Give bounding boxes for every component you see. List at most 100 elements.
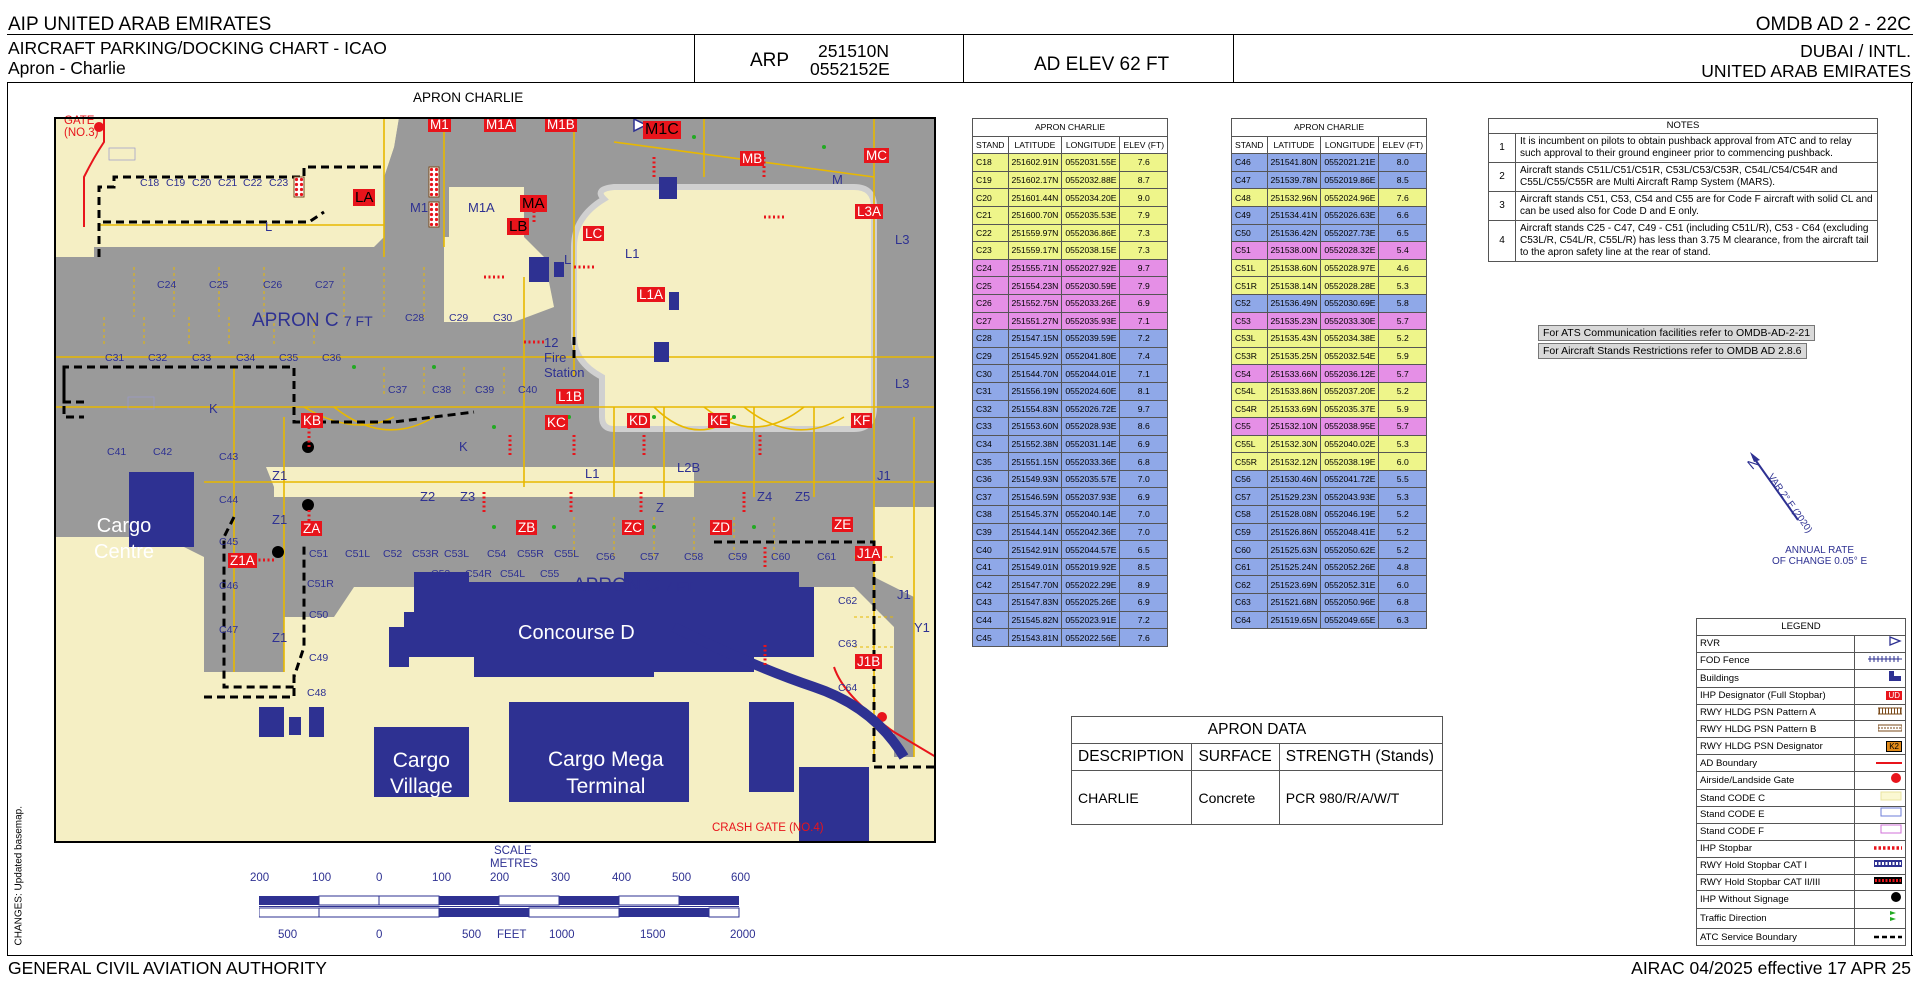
stand-longitude: 0552049.65E [1320,610,1380,630]
map-stand-label: C48 [307,687,327,699]
stand-id: C64 [1231,610,1268,630]
stand-elevation: 6.8 [1378,593,1428,612]
stand-elevation: 7.1 [1119,364,1169,383]
stand-latitude: 251532.10N [1266,417,1322,436]
scale-title: SCALE [494,845,532,857]
map-stand-label: C28 [405,312,425,324]
stand-longitude: 0552036.12E [1320,364,1380,383]
stand-id: C62 [1231,575,1268,595]
authority-footer: GENERAL CIVIL AVIATION AUTHORITY [8,958,327,978]
stand-id: C51R [1231,276,1268,295]
map-stand-label: C62 [838,595,858,607]
airac-footer: AIRAC 04/2025 effective 17 APR 25 [1631,958,1911,978]
map-stand-label: C53 [431,568,451,580]
designator-box: KD [627,413,650,428]
map-stand-label: C51 [309,548,329,560]
taxiway-label: L [265,219,273,234]
legend-row: IHP Without Signage [1696,890,1906,910]
scale-tick: 100 [312,872,332,884]
scale-tick: 600 [731,872,751,884]
legend-label: IHP Designator (Full Stopbar) [1696,686,1855,705]
legend-row: Stand CODE F [1696,822,1906,841]
stand-latitude: 251552.75N [1007,293,1063,313]
stand-longitude: 0552040.14E [1061,505,1121,524]
note-text: Aircraft stands C51, C53, C54 and C55 ar… [1515,191,1878,221]
stand-latitude: 251547.15N [1007,329,1063,348]
apron-c-bottom-label: APRON C 7 FT [573,575,694,596]
stands-table-title: APRON CHARLIE [971,118,1169,137]
stand-latitude: 251545.37N [1007,505,1063,524]
stand-id: C43 [972,593,1009,612]
stand-longitude: 0552036.86E [1061,223,1121,243]
stand-id: C31 [972,381,1009,401]
scale-tick: 200 [250,872,270,884]
designator-box: L1B [556,389,585,404]
stand-latitude: 251544.70N [1007,364,1063,383]
stand-id: C58 [1231,505,1268,524]
stand-longitude: 0552038.95E [1320,417,1380,436]
legend-row: Stand CODE E [1696,806,1906,824]
legend-row: IHP Designator (Full Stopbar)UD [1696,686,1906,705]
stand-id: C42 [972,575,1009,595]
taxiway-label: M1A [468,200,495,215]
stand-elevation: 6.5 [1378,223,1428,243]
stand-latitude: 251538.60N [1266,258,1322,278]
legend-label: Airside/Landside Gate [1696,771,1855,791]
stand-id: C53 [1231,311,1268,331]
stand-latitude: 251556.19N [1007,381,1063,401]
stand-id: C21 [972,205,1009,225]
legend-label: Stand CODE F [1696,822,1855,841]
stand-id: C52 [1231,293,1268,313]
stand-latitude: 251532.12N [1266,452,1322,471]
stand-longitude: 0552035.57E [1061,469,1121,489]
stand-longitude: 0552040.02E [1320,434,1380,454]
stand-latitude: 251535.43N [1266,329,1322,348]
col-header: LONGITUDE [1061,135,1121,155]
aerodrome-elevation: AD ELEV 62 FT [1034,54,1170,75]
stand-latitude: 251523.69N [1266,575,1322,595]
map-stand-label: C37 [388,384,408,396]
map-stand-label: C45 [219,536,239,548]
map-stand-label: C53L [444,548,470,560]
stand-latitude: 251602.91N [1007,153,1063,172]
legend-row: RWY Hold Stopbar CAT II/III [1696,873,1906,892]
stand-id: C26 [972,293,1009,313]
stand-latitude: 251533.66N [1266,364,1322,383]
scale-tick: 2000 [730,929,756,941]
stand-elevation: 5.8 [1378,293,1428,313]
arp-label: ARP [750,50,790,71]
stand-elevation: 7.0 [1119,522,1169,542]
stand-id: C48 [1231,188,1268,207]
map-stand-label: C51R [307,578,334,590]
stand-elevation: 5.9 [1378,346,1428,366]
stand-id: C45 [972,628,1009,647]
map-stand-label: C54L [500,568,526,580]
pattern-a-icon [1854,703,1906,722]
stand-latitude: 251535.23N [1266,311,1322,331]
note-text: It is incumbent on pilots to obtain push… [1515,133,1878,163]
stand-longitude: 0552024.60E [1061,381,1121,401]
map-stand-label: C26 [263,279,283,291]
cargo-village-label: Cargo Village [390,749,453,798]
stand-elevation: 4.8 [1378,557,1428,577]
scale-tick: 500 [278,929,298,941]
stand-longitude: 0552035.93E [1061,311,1121,331]
map-title: APRON CHARLIE [413,90,524,105]
stand-latitude: 251554.23N [1007,276,1063,295]
stand-longitude: 0552022.29E [1061,575,1121,595]
